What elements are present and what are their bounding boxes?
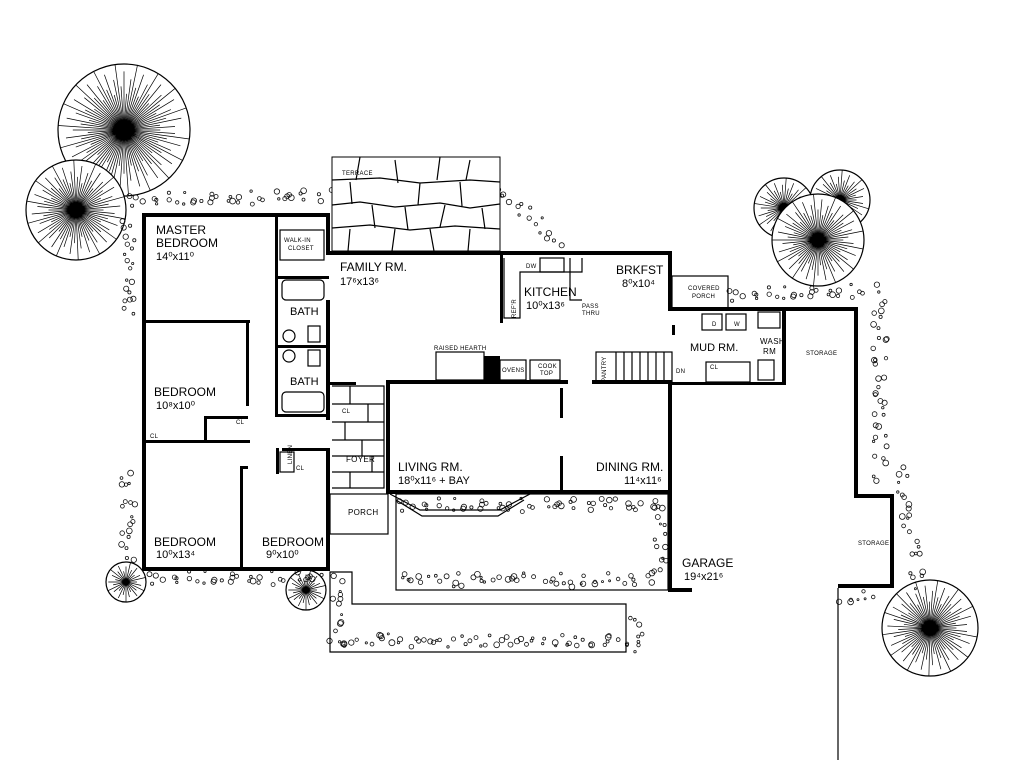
pass-thru-label-2: THRU	[582, 311, 600, 317]
interior-walls	[142, 216, 675, 570]
dining-room-dim: 11⁴x11⁶	[624, 475, 662, 487]
refrigerator-label: REF'R	[512, 299, 518, 318]
shrub-border-top	[126, 187, 335, 208]
bedroom-sw-dim: 10⁰x13⁴	[156, 549, 195, 561]
small-labels: TERRACE COVERED PORCH STORAGE STORAGE RA…	[150, 171, 889, 547]
storage-top-label: STORAGE	[806, 351, 837, 357]
bath-1-label: BATH	[290, 306, 319, 318]
walkin-closet-label: WALK-IN	[284, 238, 311, 244]
closet-foyer-label: CL	[342, 409, 351, 415]
dining-room-label: DINING RM.	[596, 460, 663, 474]
bedroom-mid-label: BEDROOM	[154, 385, 216, 399]
covered-porch-label: COVERED	[688, 286, 720, 292]
kitchen-dim: 10⁰x13⁶	[526, 300, 565, 312]
terrace-label: TERRACE	[342, 171, 373, 177]
bedroom-mid-dim: 10⁸x10⁰	[156, 400, 196, 412]
raised-hearth-label: RAISED HEARTH	[434, 346, 486, 352]
garage-dim: 19⁴x21⁶	[684, 571, 723, 583]
dishwasher-label: DW	[526, 264, 537, 270]
shrub-border-garage	[495, 186, 565, 249]
foyer-label: FOYER	[346, 455, 375, 464]
shrub-border-right	[726, 281, 926, 606]
closet-mud-label: CL	[710, 365, 719, 371]
tree-icon	[881, 579, 979, 677]
master-bedroom-label-2: BEDROOM	[156, 236, 218, 250]
covered-porch-label-2: PORCH	[692, 294, 715, 300]
washer-label: W	[734, 322, 740, 328]
shrub-border-left	[118, 218, 138, 563]
wash-room-label: WASH	[760, 337, 785, 346]
garage-label: GARAGE	[682, 556, 733, 570]
walkin-closet-label-2: CLOSET	[288, 246, 314, 252]
bedroom-s-label: BEDROOM	[262, 535, 324, 549]
bedroom-s-dim: 9⁰x10⁰	[266, 549, 299, 561]
bedroom-sw-label: BEDROOM	[154, 535, 216, 549]
living-room-dim: 18⁰x11⁶ + BAY	[398, 475, 470, 487]
kitchen-label: KITCHEN	[524, 285, 577, 299]
wash-room-label-2: RM	[763, 347, 776, 356]
breakfast-label: BRKFST	[616, 263, 664, 277]
mud-room-label: MUD RM.	[690, 342, 738, 354]
storage-bottom-label: STORAGE	[858, 541, 889, 547]
tree-icon	[105, 561, 147, 603]
master-bedroom-dim: 14⁰x11⁰	[156, 251, 195, 263]
closet-left-label: CL	[150, 434, 159, 440]
pantry-label: PANTRY	[602, 356, 608, 382]
linen-label: LINEN	[288, 445, 294, 464]
cook-top-label: COOK	[538, 364, 557, 370]
porch-label: PORCH	[348, 508, 378, 517]
room-labels: MASTER BEDROOM 14⁰x11⁰ WALK-IN CLOSET FA…	[154, 223, 785, 583]
stairs-down-label: DN	[676, 369, 685, 375]
closet-mid-label: CL	[236, 420, 245, 426]
cook-top-label-2: TOP	[540, 371, 553, 377]
living-room-label: LIVING RM.	[398, 460, 463, 474]
fixtures	[279, 229, 839, 760]
breakfast-dim: 8⁰x10⁴	[622, 278, 655, 290]
tree-icon	[25, 159, 127, 261]
closet-linen-label: CL	[296, 466, 305, 472]
dryer-label: D	[712, 322, 717, 328]
ovens-label: OVENS	[502, 368, 525, 374]
shrub-border-front	[326, 495, 669, 654]
pass-thru-label: PASS	[582, 304, 599, 310]
exterior-walls	[142, 213, 894, 592]
family-room-dim: 17⁶x13⁶	[340, 276, 379, 288]
shrub-border-bottom	[146, 569, 324, 587]
tree-icon	[771, 193, 865, 287]
master-bedroom-label: MASTER	[156, 223, 206, 237]
family-room-label: FAMILY RM.	[340, 260, 407, 274]
bath-2-label: BATH	[290, 376, 319, 388]
